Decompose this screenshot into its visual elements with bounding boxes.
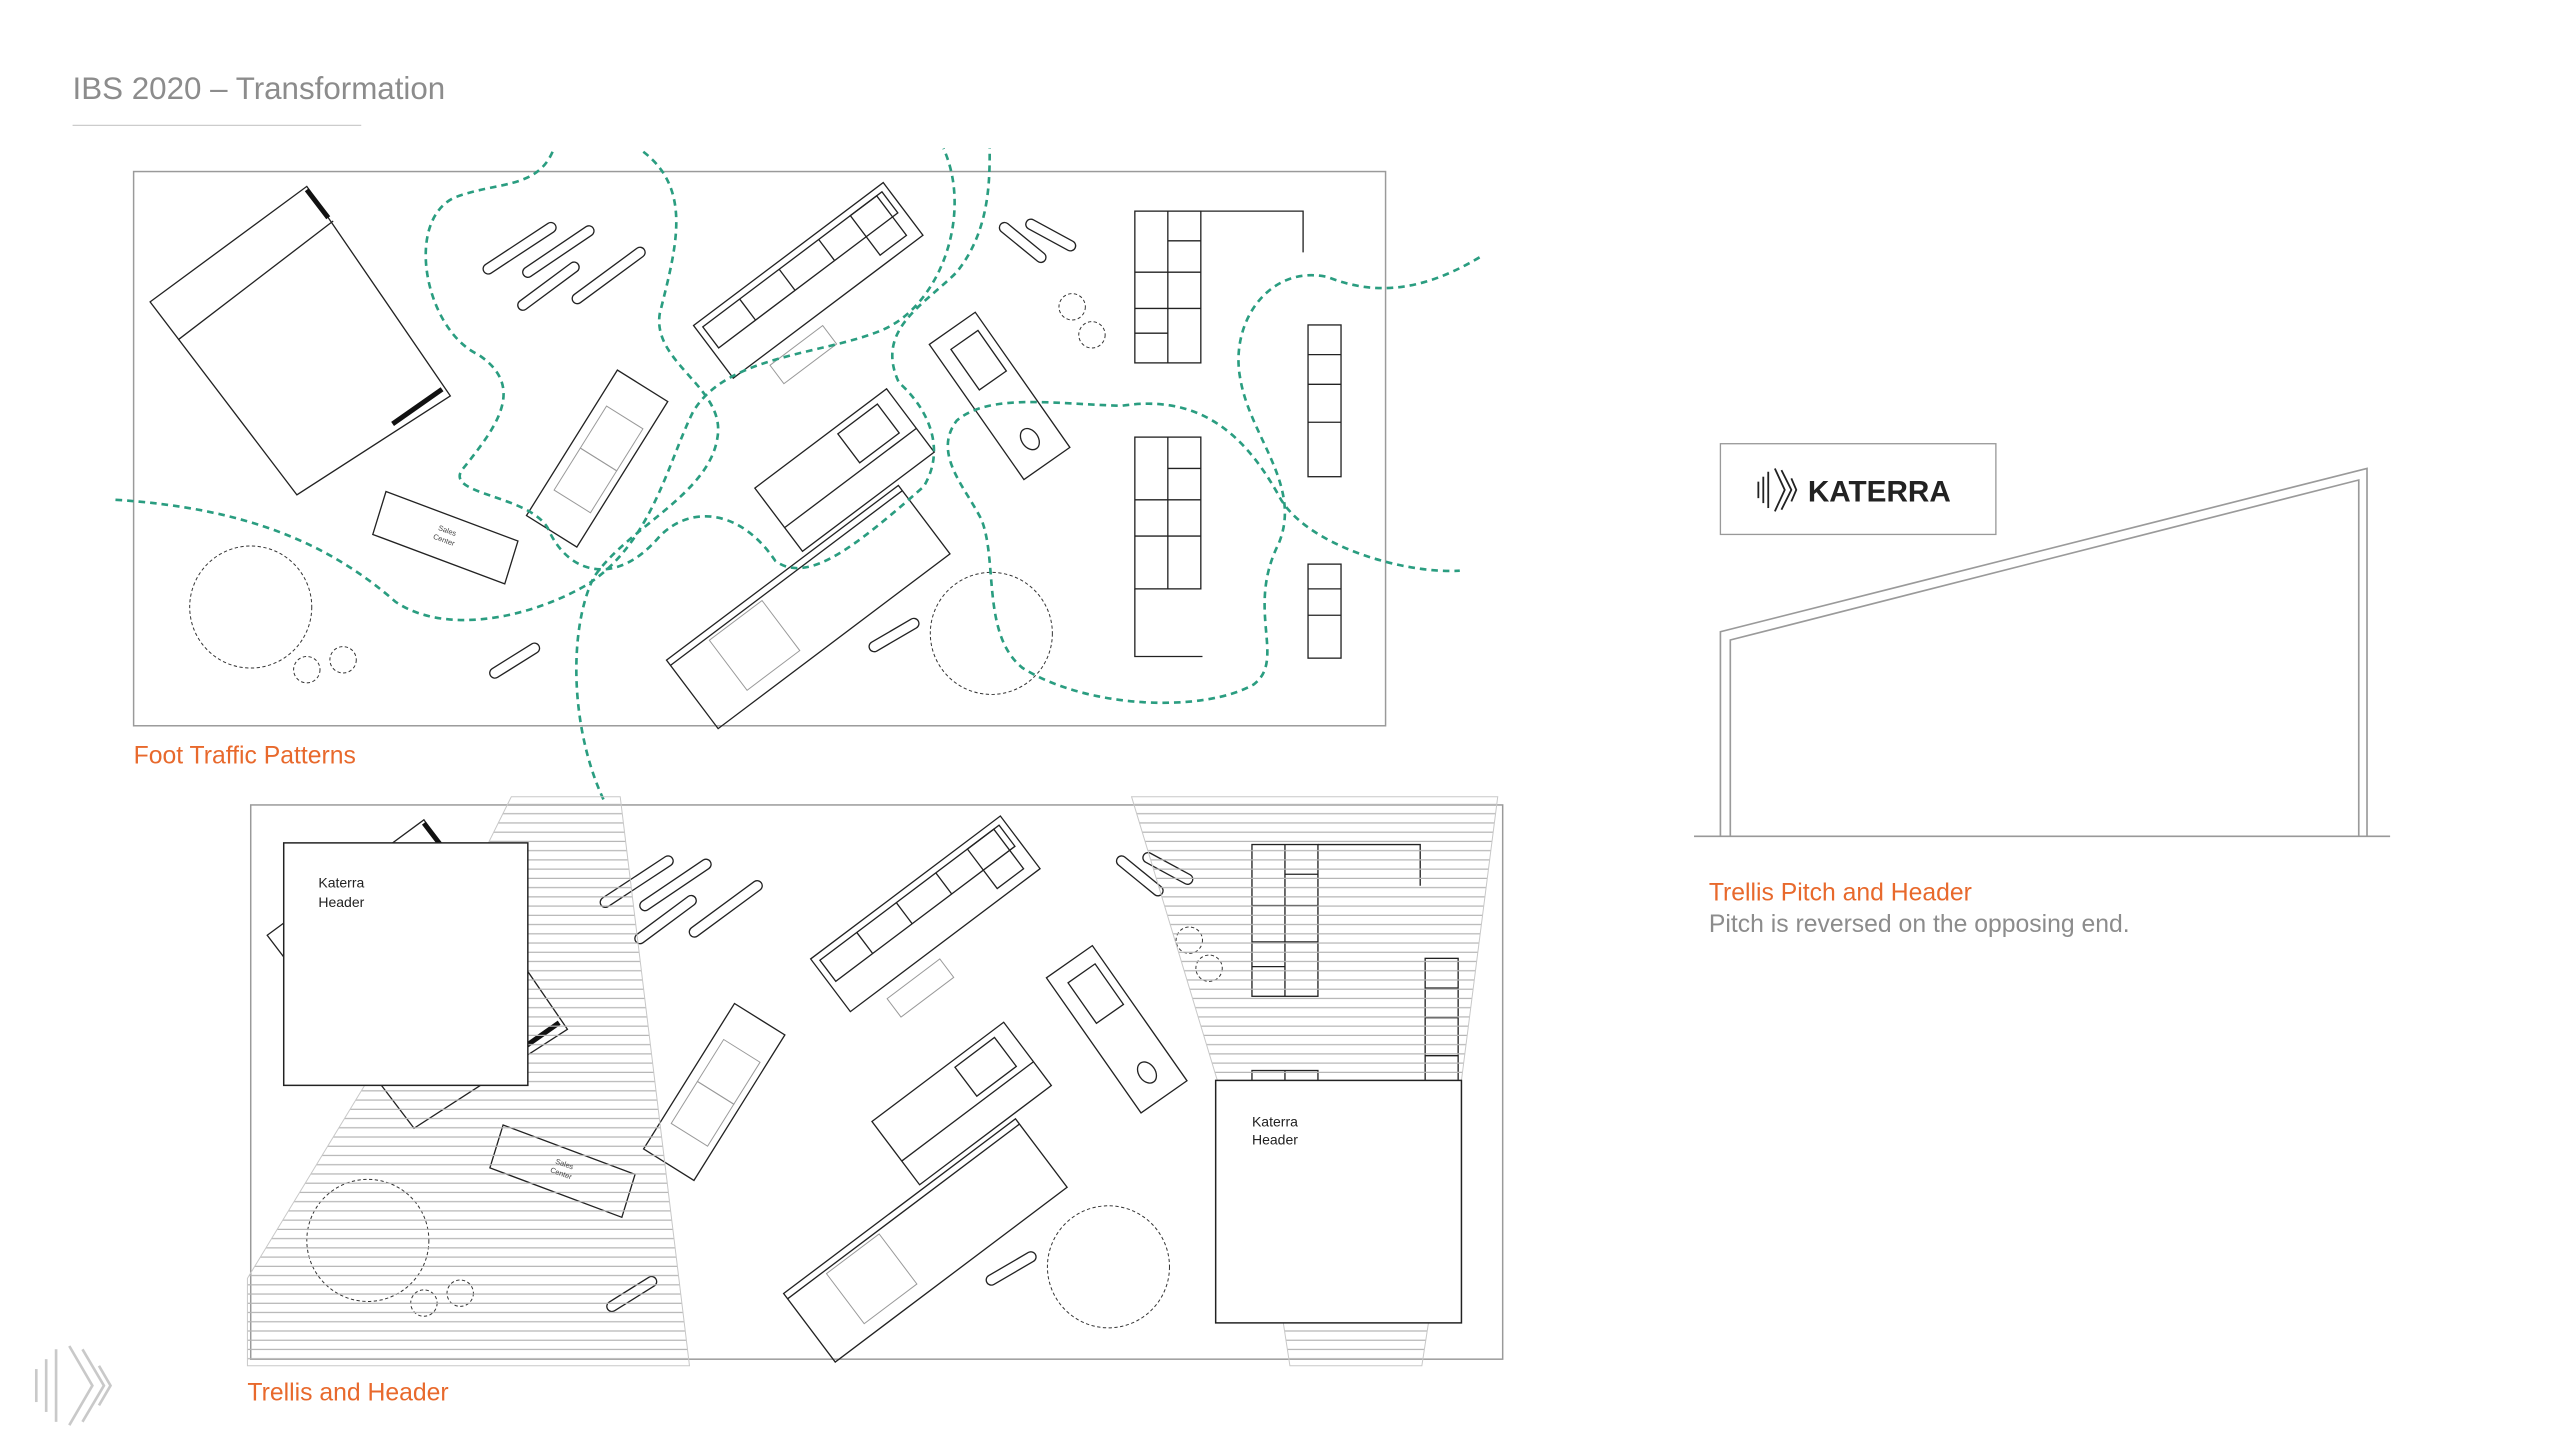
header-label: Header (318, 894, 364, 910)
trellis-label: Trellis and Header (247, 1379, 448, 1406)
trellis-right (1130, 796, 1499, 1081)
trellis-elevation: KATERRA (1694, 443, 2391, 838)
header-label: Katerra (318, 874, 364, 890)
trellis-bottom (1282, 1322, 1430, 1367)
katerra-header-left: Katerra Header (282, 842, 529, 1087)
foot-traffic-plan: Sales Center (115, 147, 1481, 801)
katerra-header-right: Katerra Header (1214, 1079, 1463, 1324)
header-label: Katerra (1252, 1114, 1298, 1130)
header-label: Header (1252, 1132, 1298, 1148)
page-title: IBS 2020 – Transformation (73, 71, 446, 106)
katerra-logo-icon (34, 1345, 113, 1426)
elevation-note: Pitch is reversed on the opposing end. (1709, 911, 2130, 938)
foot-traffic-label: Foot Traffic Patterns (134, 743, 356, 770)
elevation-label: Trellis Pitch and Header (1709, 880, 1972, 907)
logo-sign (1719, 443, 1997, 536)
logo-text: KATERRA (1808, 475, 1951, 508)
traffic-paths (115, 147, 1481, 801)
trellis-plan: Sales Center Katerra Header Katerra Head… (246, 796, 1504, 1367)
katerra-logo-icon (1757, 468, 1798, 512)
